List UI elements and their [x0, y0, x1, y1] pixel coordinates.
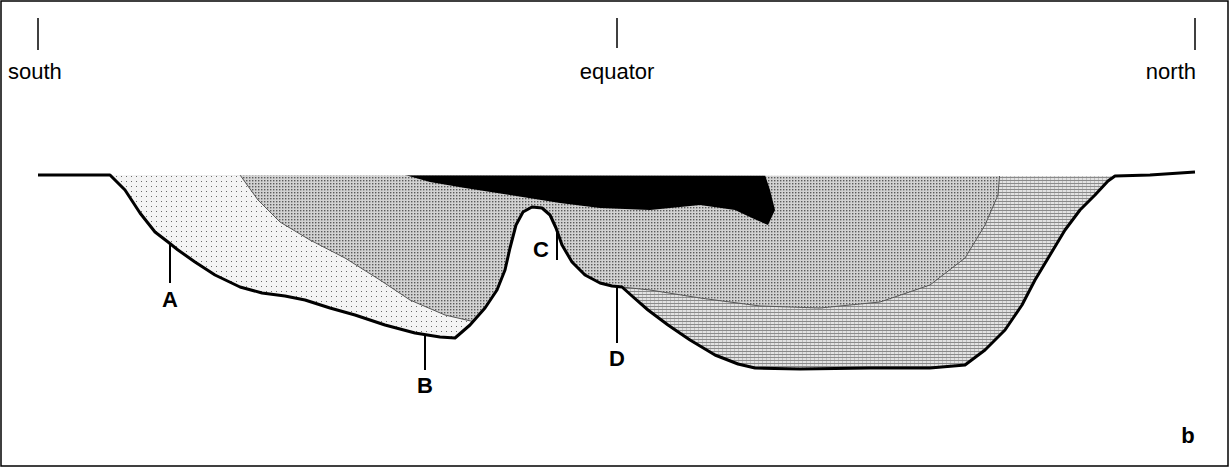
- leader-lines: [170, 232, 617, 370]
- direction-label: south: [8, 60, 62, 84]
- callout-letter: B: [417, 374, 433, 398]
- panel-letter: b: [1181, 424, 1194, 448]
- callout-letter: D: [609, 347, 625, 371]
- water-masses: [0, 160, 1229, 460]
- callout-letter: C: [533, 238, 549, 262]
- direction-label: equator: [580, 60, 655, 84]
- sea-floor: [38, 172, 1195, 369]
- latitude-ticks: [38, 18, 1195, 50]
- callout-letter: A: [162, 288, 178, 312]
- direction-label: north: [1146, 60, 1196, 84]
